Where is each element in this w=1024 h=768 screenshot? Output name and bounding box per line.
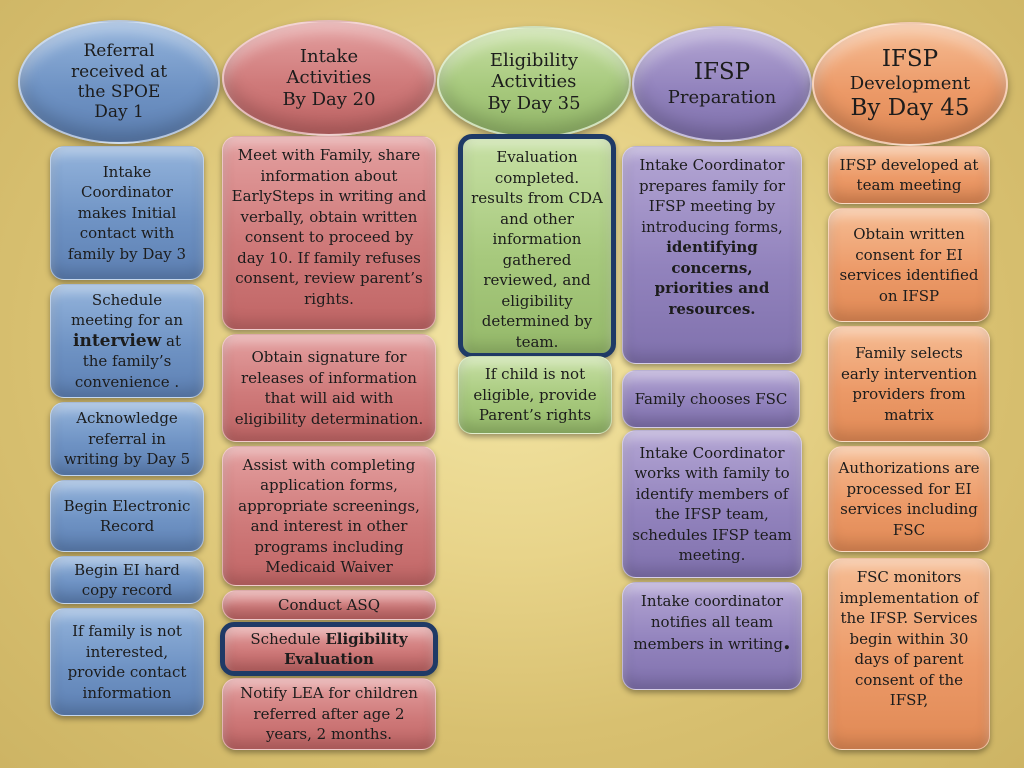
header-eligibility-line1: Eligibility (489, 49, 579, 71)
header-intake-line1: Intake (299, 45, 359, 67)
step-acknowledge-referral: Acknowledge referral in writing by Day 5 (50, 402, 204, 476)
step-schedule-eligibility-text: Schedule Eligibility Evaluation (250, 629, 408, 669)
step-ifsp-developed: IFSP developed at team meeting (828, 146, 990, 204)
header-referral-line1: Referral (83, 41, 155, 62)
step-initial-contact: Intake Coordinator makes Initial contact… (50, 146, 204, 280)
header-eligibility-line3: By Day 35 (487, 92, 581, 114)
step-conduct-asq-text: Conduct ASQ (277, 595, 381, 614)
step-assist-forms: Assist with completing application forms… (222, 446, 436, 586)
step-notify-lea: Notify LEA for children referred after a… (222, 678, 436, 750)
step-hard-copy-record: Begin EI hard copy record (50, 556, 204, 604)
header-preparation: IFSP Preparation (632, 26, 812, 142)
step-authorizations-text: Authorizations are processed for EI serv… (838, 459, 980, 539)
step-notify-lea-text: Notify LEA for children referred after a… (240, 684, 418, 744)
eligibility-evaluation-emphasis: Eligibility Evaluation (284, 629, 408, 669)
step-assist-forms-text: Assist with completing application forms… (238, 455, 420, 577)
step-obtain-signature-text: Obtain signature for releases of informa… (234, 348, 424, 428)
step-schedule-eligibility: Schedule Eligibility Evaluation (220, 622, 438, 676)
header-intake-line2: Activities (286, 67, 372, 89)
step-electronic-record: Begin Electronic Record (50, 480, 204, 552)
header-development-line3: By Day 45 (850, 94, 970, 121)
step-electronic-record-text: Begin Electronic Record (63, 496, 191, 536)
step-fsc-monitors: FSC monitors implementation of the IFSP.… (828, 558, 990, 750)
step-not-eligible: If child is not eligible, provide Parent… (458, 356, 612, 434)
step-identify-team-text: Intake Coordinator works with family to … (632, 443, 792, 565)
header-eligibility: Eligibility Activities By Day 35 (437, 26, 631, 138)
step-hard-copy-record-text: Begin EI hard copy record (74, 560, 180, 600)
header-referral-line4: Day 1 (94, 102, 144, 123)
header-development: IFSP Development By Day 45 (812, 22, 1008, 146)
step-initial-contact-text: Intake Coordinator makes Initial contact… (67, 162, 187, 263)
step-not-eligible-text: If child is not eligible, provide Parent… (473, 365, 597, 425)
step-evaluation-completed-text: Evaluation completed. results from CDA a… (471, 148, 603, 351)
step-prepares-family: Intake Coordinator prepares family for I… (622, 146, 802, 364)
header-referral-line2: received at (70, 61, 168, 82)
step-identify-team: Intake Coordinator works with family to … (622, 430, 802, 578)
step-not-interested-text: If family is not interested, provide con… (67, 622, 187, 702)
step-obtain-signature: Obtain signature for releases of informa… (222, 334, 436, 442)
header-development-line1: IFSP (881, 45, 939, 72)
step-written-consent-text: Obtain written consent for EI services i… (839, 225, 979, 305)
step-prepares-family-text: Intake Coordinator prepares family for I… (638, 156, 785, 318)
step-chooses-fsc-text: Family chooses FSC (634, 389, 788, 408)
header-preparation-line1: IFSP (693, 59, 751, 86)
step-acknowledge-referral-text: Acknowledge referral in writing by Day 5 (63, 409, 191, 469)
header-intake-line3: By Day 20 (282, 88, 376, 110)
header-eligibility-line2: Activities (491, 71, 577, 93)
concerns-emphasis: identifying concerns, priorities and res… (654, 238, 770, 318)
header-development-line2: Development (849, 73, 971, 95)
step-authorizations: Authorizations are processed for EI serv… (828, 446, 990, 552)
step-schedule-interview-text: Schedule meeting for an interview at the… (71, 290, 183, 391)
step-ifsp-developed-text: IFSP developed at team meeting (839, 155, 979, 195)
step-notifies-team: Intake coordinator notifies all team mem… (622, 582, 802, 690)
header-referral: Referral received at the SPOE Day 1 (18, 20, 220, 144)
interview-emphasis: interview (73, 330, 162, 351)
step-select-providers: Family selects early intervention provid… (828, 326, 990, 442)
step-chooses-fsc: Family chooses FSC (622, 370, 800, 428)
step-select-providers-text: Family selects early intervention provid… (840, 344, 978, 424)
step-not-interested: If family is not interested, provide con… (50, 608, 204, 716)
header-referral-line3: the SPOE (77, 82, 161, 102)
step-conduct-asq: Conduct ASQ (222, 590, 436, 620)
step-meet-family: Meet with Family, share information abou… (222, 136, 436, 330)
step-notifies-team-text: Intake coordinator notifies all team mem… (633, 592, 791, 655)
step-fsc-monitors-text: FSC monitors implementation of the IFSP.… (839, 568, 979, 709)
header-preparation-line2: Preparation (667, 87, 777, 108)
step-schedule-interview: Schedule meeting for an interview at the… (50, 284, 204, 398)
step-evaluation-completed: Evaluation completed. results from CDA a… (458, 134, 616, 358)
step-written-consent: Obtain written consent for EI services i… (828, 208, 990, 322)
header-intake: Intake Activities By Day 20 (222, 20, 436, 136)
step-meet-family-text: Meet with Family, share information abou… (231, 146, 427, 308)
